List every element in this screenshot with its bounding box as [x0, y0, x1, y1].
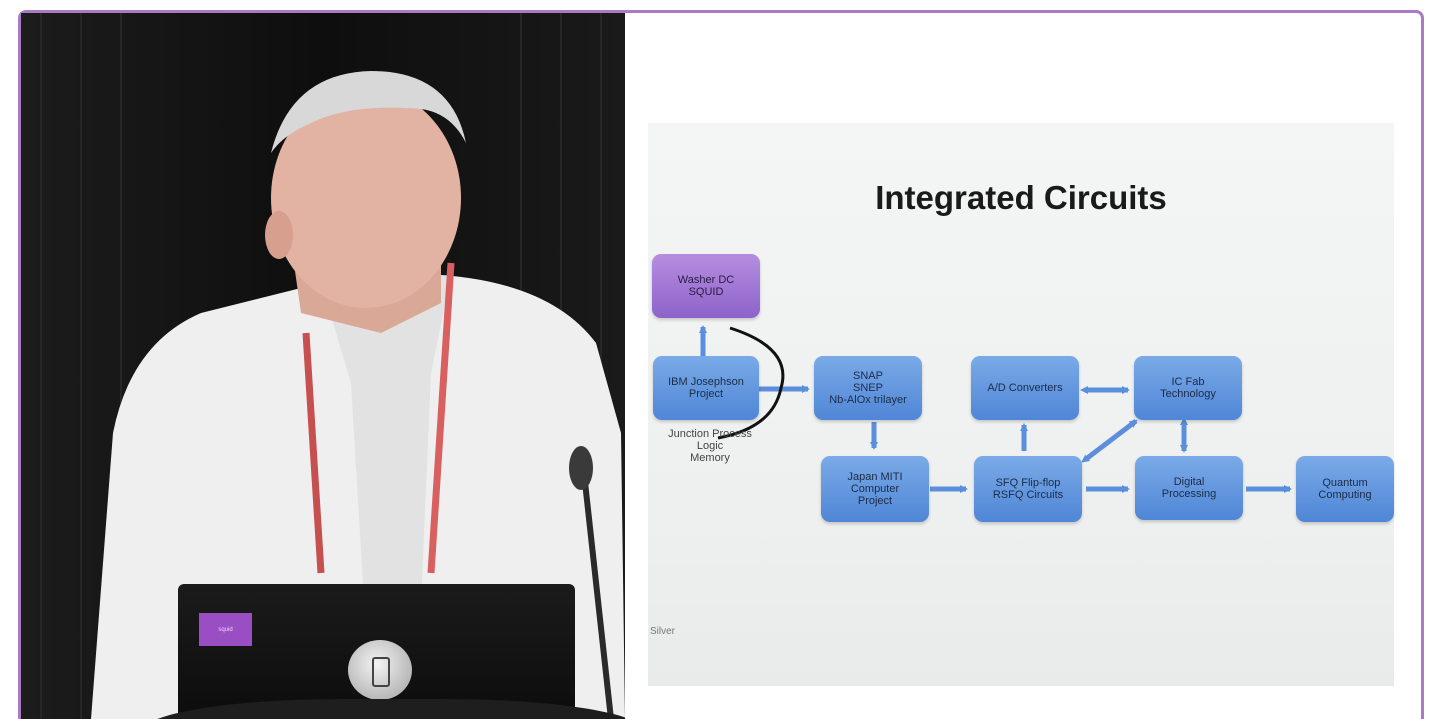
slide-title: Integrated Circuits [875, 179, 1167, 216]
box-digital-processing: Digital Processing [1135, 456, 1243, 520]
arrow-sfq-icfab [1081, 419, 1138, 463]
box-ic-fab-technology: IC Fab Technology [1134, 356, 1242, 420]
speaker-illustration [21, 13, 625, 719]
ibm-subtopics: Junction Process Logic Memory [668, 428, 752, 464]
box-snap-snep: SNAP SNEP Nb-AlOx trilayer [814, 356, 922, 420]
flow-arrows [699, 325, 1292, 493]
laptop-sticker: squid [199, 613, 252, 646]
box-ibm-josephson: IBM Josephson Project [653, 356, 759, 420]
speaker-video: squid [21, 13, 625, 719]
box-ad-converters: A/D Converters [971, 356, 1079, 420]
slide-footer: Silver [650, 626, 676, 637]
box-washer-dc-squid: Washer DC SQUID [652, 254, 760, 318]
slide: Integrated Circuits Washer DC SQUID IBM … [648, 123, 1394, 686]
laptop: squid [178, 584, 575, 719]
lectern [141, 699, 625, 719]
laptop-logo-icon [348, 640, 412, 700]
box-japan-miti: Japan MITI Computer Project [821, 456, 929, 522]
box-quantum-computing: Quantum Computing [1296, 456, 1394, 522]
handwritten-curve [717, 326, 785, 440]
box-sfq-flip-flop: SFQ Flip-flop RSFQ Circuits [974, 456, 1082, 522]
